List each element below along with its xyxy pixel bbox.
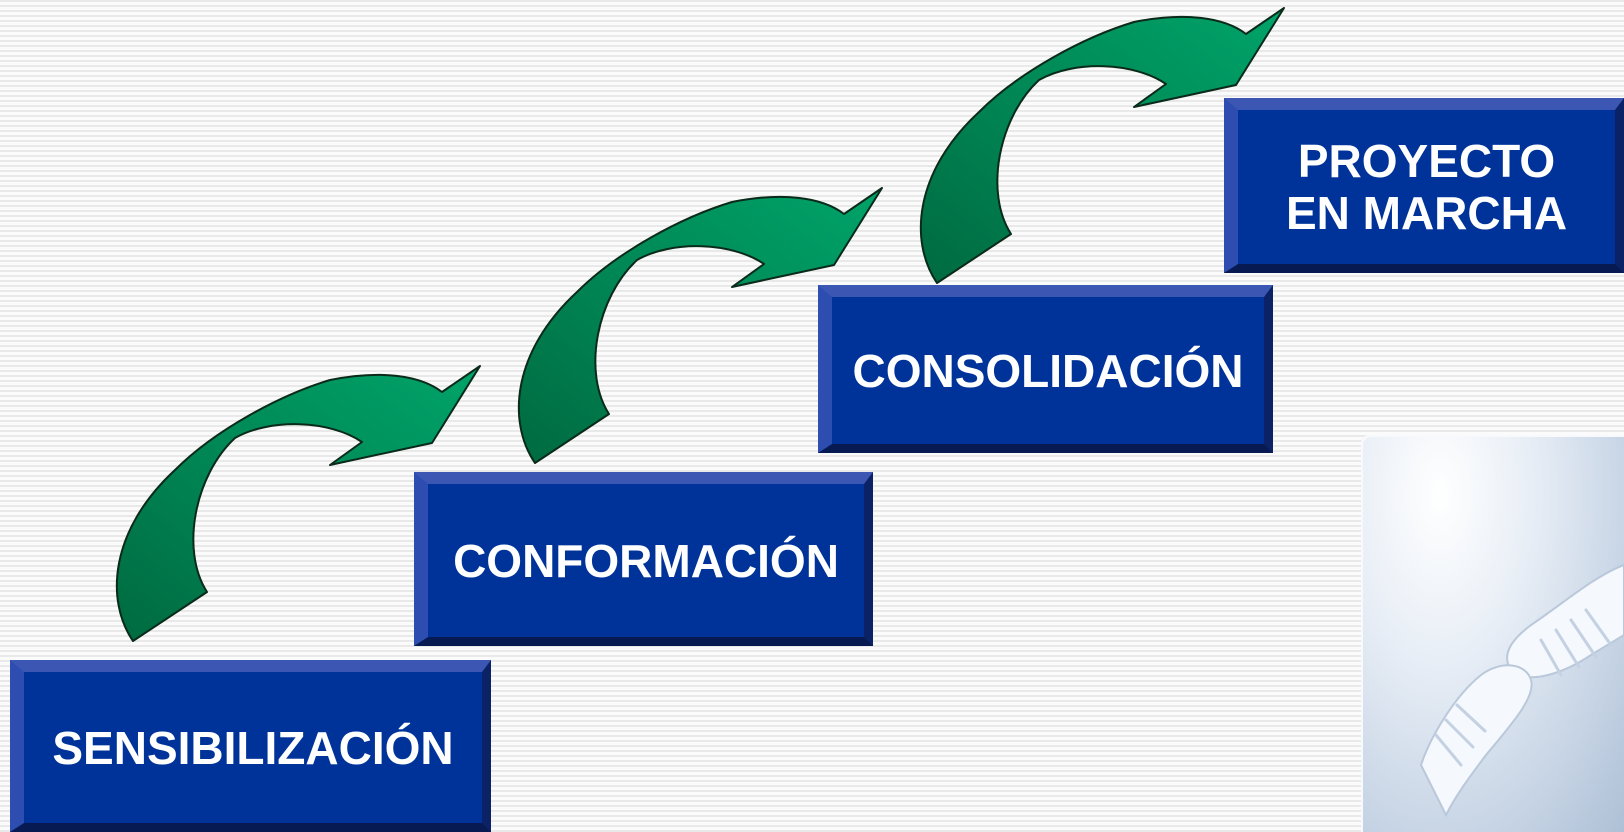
step-label: CONSOLIDACIÓN [852, 344, 1244, 397]
clasped-hands-photo [1361, 435, 1624, 832]
step-label: SENSIBILIZACIÓN [52, 721, 454, 774]
step-label: PROYECTO EN MARCHA [1285, 135, 1568, 239]
step-label: CONFORMACIÓN [453, 534, 839, 587]
step-consolidacion: CONSOLIDACIÓN [818, 285, 1273, 453]
curved-arrow-1 [115, 365, 481, 642]
step-proyecto-en-marcha: PROYECTO EN MARCHA [1224, 98, 1624, 273]
step-sensibilizacion: SENSIBILIZACIÓN [10, 660, 491, 832]
step-conformacion: CONFORMACIÓN [414, 472, 873, 646]
